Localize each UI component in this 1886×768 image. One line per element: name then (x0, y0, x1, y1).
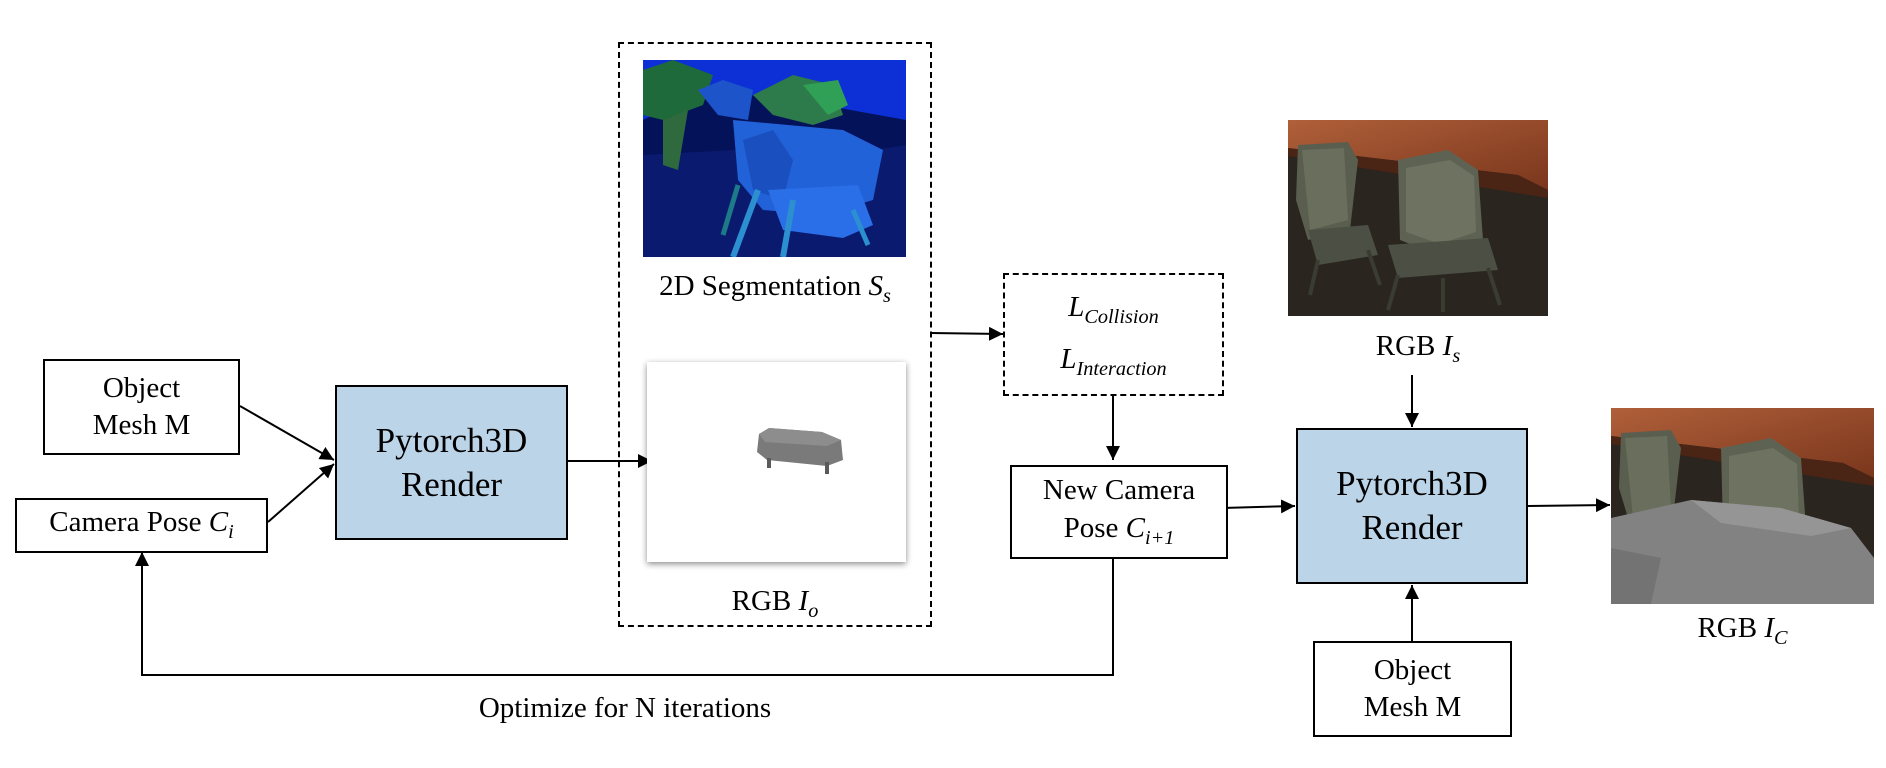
rendered-object-image (647, 362, 906, 562)
render-label-2: Render (1361, 508, 1463, 547)
arrow-render-to-rgbc (1527, 498, 1611, 513)
segmentation-map-image (643, 60, 906, 257)
rgb-is-caption: RGB Is (1375, 330, 1461, 368)
object-mesh-label-1: Object (102, 371, 181, 404)
interaction-loss-label: LInteraction (1060, 342, 1167, 380)
optimize-loop-caption: Optimize for N iterations (478, 692, 772, 724)
render-label-1: Pytorch3D (375, 420, 528, 460)
segmentation-map-icon (643, 60, 906, 257)
scene-rgb-image (1288, 120, 1548, 316)
rgb-io-caption: RGB Io (731, 585, 819, 623)
pytorch3d-render-left: Pytorch3D Render (335, 385, 568, 540)
object-mesh-label-2: Mesh M (92, 409, 191, 441)
segmentation-caption: 2D Segmentation Ss (659, 270, 891, 308)
new-camera-label-1: New Camera (1042, 474, 1196, 507)
arrow-newpose-to-render (1221, 499, 1296, 514)
camera-pose-label: Camera Pose Ci (49, 506, 234, 544)
arrow-mesh-to-render (239, 405, 335, 461)
object-mesh-box-right: Object Mesh M (1313, 641, 1512, 737)
object-mesh-box-left: Object Mesh M (43, 359, 240, 455)
render-label-1: Pytorch3D (1336, 464, 1488, 504)
render-label-2: Render (400, 464, 503, 504)
rendered-sofa-icon (757, 428, 843, 474)
rgb-ic-caption: RGB IC (1697, 612, 1788, 650)
composite-photo-icon (1611, 408, 1874, 604)
object-mesh-label-1: Object (1373, 653, 1452, 686)
camera-pose-box: Camera Pose Ci (15, 498, 268, 553)
scene-photo-icon (1288, 120, 1548, 316)
arrow-outputs-to-loss (930, 326, 1004, 341)
render-outputs-group (618, 42, 932, 627)
new-camera-pose-box: New Camera Pose Ci+1 (1010, 465, 1228, 559)
composite-rgb-image (1611, 408, 1874, 604)
collision-loss-label: LCollision (1068, 290, 1159, 328)
object-mesh-label-2: Mesh M (1363, 691, 1462, 723)
pytorch3d-render-right: Pytorch3D Render (1296, 428, 1528, 584)
arrow-camera-to-render (267, 463, 335, 523)
optimization-loop-arrow (135, 552, 1114, 676)
loss-box: LCollision LInteraction (1003, 273, 1224, 396)
new-camera-label-2: Pose Ci+1 (1063, 511, 1175, 549)
